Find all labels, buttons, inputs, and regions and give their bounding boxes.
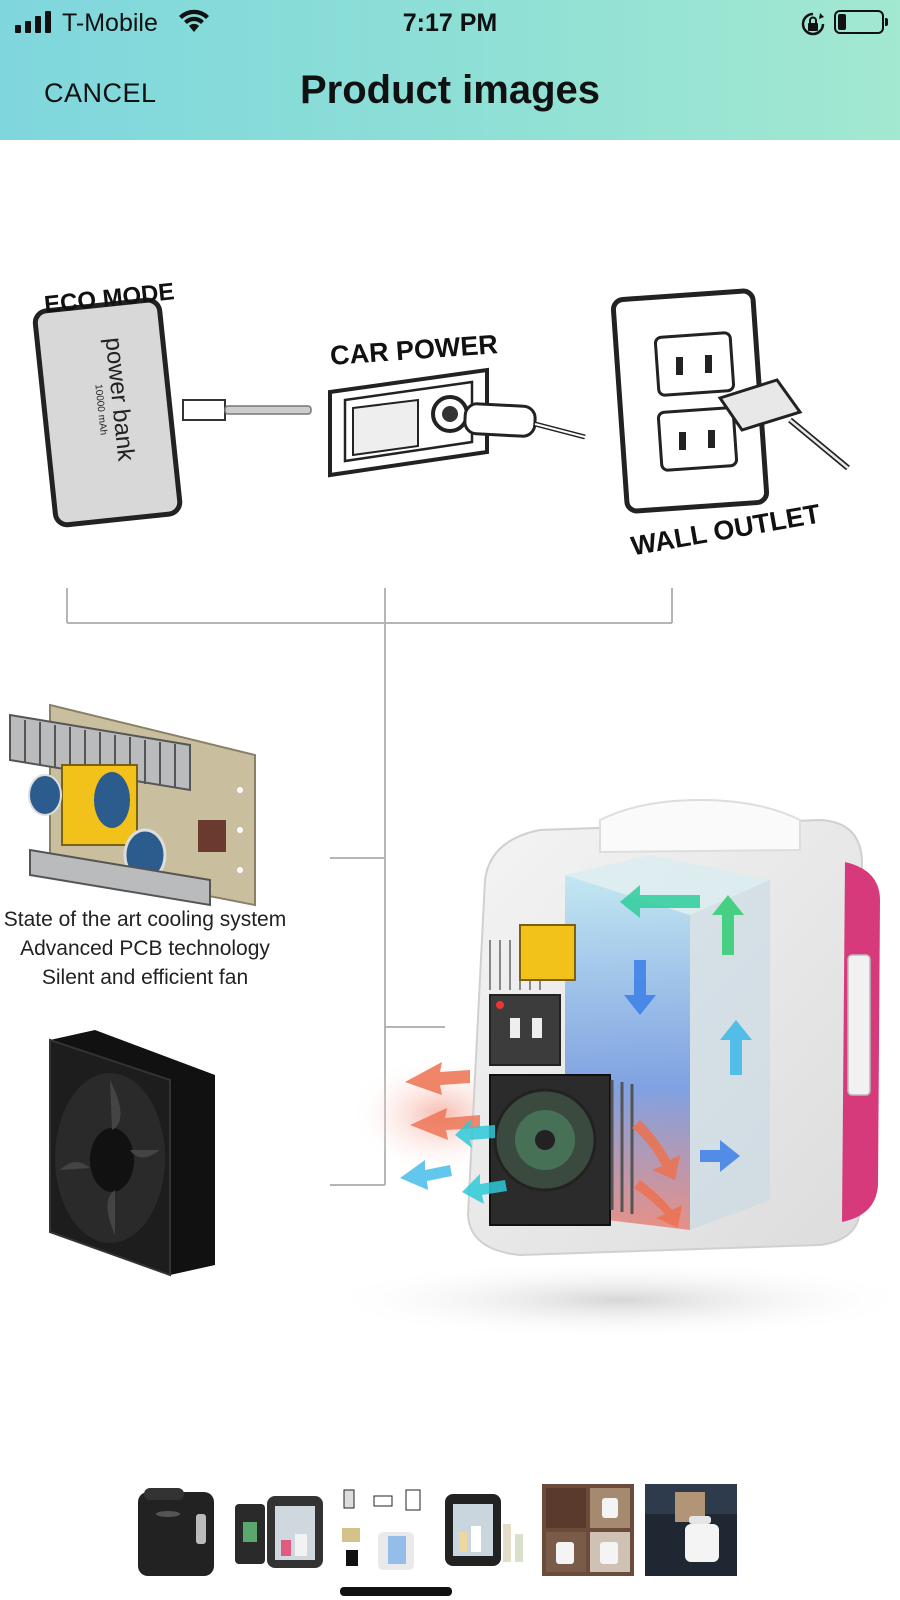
battery-icon [834, 10, 888, 34]
thumbnail-strip [130, 1484, 780, 1580]
wall-outlet-graphic [610, 288, 850, 514]
thumbnail-4[interactable] [439, 1484, 531, 1576]
page-title: Product images [299, 68, 601, 112]
power-bank-capacity: 10000 mAh [92, 384, 108, 436]
thumbnail-3-selected[interactable] [336, 1484, 428, 1576]
wifi-icon [179, 9, 209, 32]
cancel-button[interactable]: CANCEL [44, 78, 157, 108]
status-time: 7:17 PM [402, 9, 498, 37]
signal-icon [15, 11, 51, 33]
thumbnail-2[interactable] [233, 1484, 325, 1576]
car-power-graphic [328, 367, 586, 478]
status-bar: T-Mobile 7:17 PM [0, 0, 900, 48]
power-bank-graphic: power bank 10000 mAh [32, 297, 183, 528]
selected-thumbnail-indicator [340, 1587, 452, 1596]
thumbnail-6[interactable] [645, 1484, 737, 1576]
thumbnail-1[interactable] [130, 1484, 222, 1576]
feature-list: State of the art cooling system Advanced… [0, 905, 290, 992]
thumbnail-5[interactable] [542, 1484, 634, 1576]
product-image[interactable]: power bank 10000 mAh [0, 140, 900, 1430]
fridge-graphic [320, 798, 900, 1340]
rotation-lock-icon [801, 12, 825, 36]
product-illustration: power bank 10000 mAh [9, 288, 900, 1340]
fan-graphic [49, 1030, 215, 1277]
pcb-graphic [9, 703, 256, 907]
header: T-Mobile 7:17 PM CANCEL Product images [0, 0, 900, 140]
carrier-name: T-Mobile [62, 9, 158, 37]
feature-cooling: State of the art cooling system [3, 908, 287, 931]
feature-pcb: Advanced PCB technology [20, 937, 270, 960]
feature-fan: Silent and efficient fan [41, 966, 249, 989]
